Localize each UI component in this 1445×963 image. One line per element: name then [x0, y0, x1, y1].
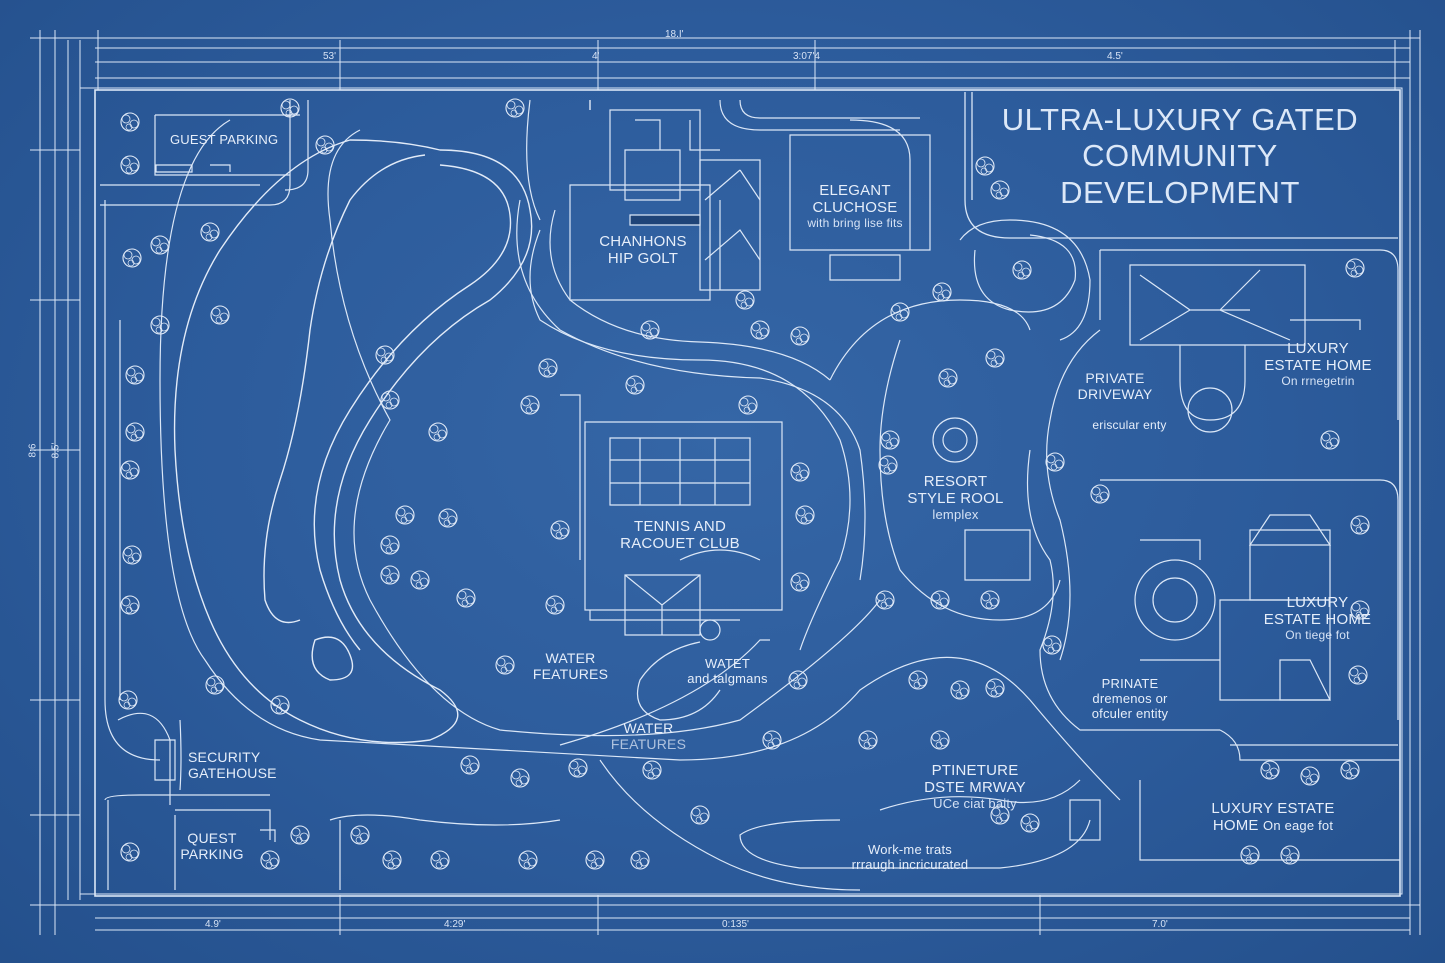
- trails-line-1: Work-me trats: [868, 842, 952, 857]
- label-tennis-club: TENNIS AND RACOUET CLUB: [605, 518, 755, 553]
- ptineture-line-1: PTINETURE: [931, 762, 1019, 779]
- label-private-entry: PRINATE dremenos or ofculer entity: [1080, 676, 1180, 722]
- estate-3-line-2: HOME On eage fot: [1198, 817, 1348, 834]
- ptineture-line-2: DSTE MRWAY: [924, 779, 1026, 797]
- title-line-3: DEVELOPMENT: [1060, 174, 1300, 210]
- clubhouse-a-line-1: CHANHONS: [599, 233, 687, 250]
- resort-line-1: RESORT: [923, 473, 988, 490]
- title-line-1: ULTRA-LUXURY GATED: [1001, 102, 1359, 137]
- private-entry-line-3: ofculer entity: [1091, 705, 1169, 721]
- security-line-1: SECURITY: [188, 749, 261, 765]
- water-features-2-line-2: FEATURES: [610, 736, 687, 753]
- dimension-bottom-b: 4:29': [444, 919, 466, 930]
- dimension-top-a: 53': [323, 51, 337, 62]
- dimension-left-b: 8.5': [50, 442, 62, 459]
- label-water-features-1: WATER FEATURES: [528, 650, 613, 682]
- trails-line-2: rrraugh incricurated: [851, 856, 969, 872]
- clubhouse-b-line-1: ELEGANT: [819, 182, 891, 199]
- title-line-2: COMMUNITY: [1082, 138, 1278, 174]
- label-ptineture: PTINETURE DSTE MRWAY UCe ciat baity: [915, 762, 1035, 811]
- roads-and-paths: [100, 99, 1400, 891]
- clubhouse-b-line-2: CLUCHOSE: [812, 199, 898, 217]
- security-line-2: GATEHOUSE: [188, 765, 277, 782]
- private-entry-line-2: dremenos or: [1092, 690, 1168, 706]
- estate-2-line-2: ESTATE HOME: [1263, 611, 1372, 629]
- estate-1-line-1: LUXURY: [1287, 340, 1349, 357]
- plan-title: ULTRA-LUXURY GATED COMMUNITY DEVELOPMENT: [972, 102, 1388, 211]
- water-features-2-line-1: WATER: [623, 720, 674, 736]
- label-security-gatehouse: SECURITY GATEHOUSE: [188, 749, 277, 781]
- label-private-driveway: PRIVATE DRIVEWAY: [1075, 370, 1155, 402]
- tennis-line-2: RACOUET CLUB: [620, 535, 740, 553]
- estate-3-home: HOME: [1212, 817, 1259, 835]
- label-walking-trails: Work-me trats rrraugh incricurated: [840, 842, 980, 873]
- guest-parking-bottom-line-1: QUEST: [187, 830, 237, 846]
- watet-line-2: and talgmans: [687, 670, 768, 686]
- private-driveway-sub: eriscular enty: [1092, 418, 1167, 432]
- border-frame: [30, 30, 1421, 935]
- label-clubhouse-a: CHANHONS HIP GOLT: [588, 233, 698, 268]
- title-block: [964, 92, 1398, 239]
- buildings: [560, 109, 1361, 841]
- clubhouse-b-sub: with bring lise fits: [807, 215, 903, 230]
- lake: [173, 100, 591, 744]
- private-driveway-line-2: DRIVEWAY: [1077, 386, 1153, 403]
- label-watet: WATET and talgmans: [680, 656, 775, 687]
- dimension-bottom-a: 4.9': [205, 919, 221, 930]
- watet-line-1: WATET: [704, 656, 751, 671]
- label-clubhouse-b: ELEGANT CLUCHOSE with bring lise fits: [800, 182, 910, 230]
- private-driveway-line-1: PRIVATE: [1085, 370, 1145, 386]
- dimension-bottom-c: 0:135': [722, 919, 749, 930]
- dimension-top-b: 4': [592, 51, 600, 62]
- estate-2-sub: On tiege fot: [1285, 627, 1350, 642]
- resort-line-2: STYLE ROOL: [907, 490, 1004, 508]
- label-estate-home-2: LUXURY ESTATE HOME On tiege fot: [1255, 594, 1380, 642]
- dimension-left-a: 8:6: [27, 443, 39, 458]
- dimension-top-overall: 18.I': [665, 29, 684, 40]
- guest-parking-bottom-line-2: PARKING: [180, 846, 244, 863]
- estate-1-line-2: ESTATE HOME: [1264, 357, 1372, 375]
- clubhouse-a-line-2: HIP GOLT: [607, 250, 679, 268]
- dimension-bottom-d: 7.0': [1152, 919, 1168, 930]
- water-features-1-line-2: FEATURES: [532, 666, 609, 683]
- dimension-top-d: 4.5': [1107, 51, 1123, 62]
- label-guest-parking-top: GUEST PARKING: [170, 132, 279, 147]
- estate-3-sub: On eage fot: [1263, 818, 1334, 834]
- label-estate-home-3: LUXURY ESTATE HOME On eage fot: [1198, 800, 1348, 835]
- estate-1-sub: On rrnegetrin: [1281, 373, 1355, 388]
- water-features-1-line-1: WATER: [545, 650, 596, 666]
- estate-3-line-1: LUXURY ESTATE: [1211, 800, 1335, 817]
- dimension-top-c: 3:07'4: [793, 51, 820, 62]
- label-guest-parking-bottom: QUEST PARKING: [178, 830, 246, 862]
- estate-2-line-1: LUXURY: [1286, 594, 1349, 611]
- resort-sub: lemplex: [932, 506, 979, 522]
- label-resort-pool: RESORT STYLE ROOL lemplex: [893, 473, 1018, 522]
- private-entry-line-1: PRINATE: [1101, 676, 1159, 691]
- tennis-line-1: TENNIS AND: [633, 518, 726, 535]
- label-water-features-2: WATER FEATURES: [606, 720, 691, 752]
- ptineture-sub: UCe ciat baity: [933, 795, 1017, 811]
- label-estate-home-1: LUXURY ESTATE HOME On rrnegetrin: [1258, 340, 1378, 388]
- trees: [118, 98, 1370, 870]
